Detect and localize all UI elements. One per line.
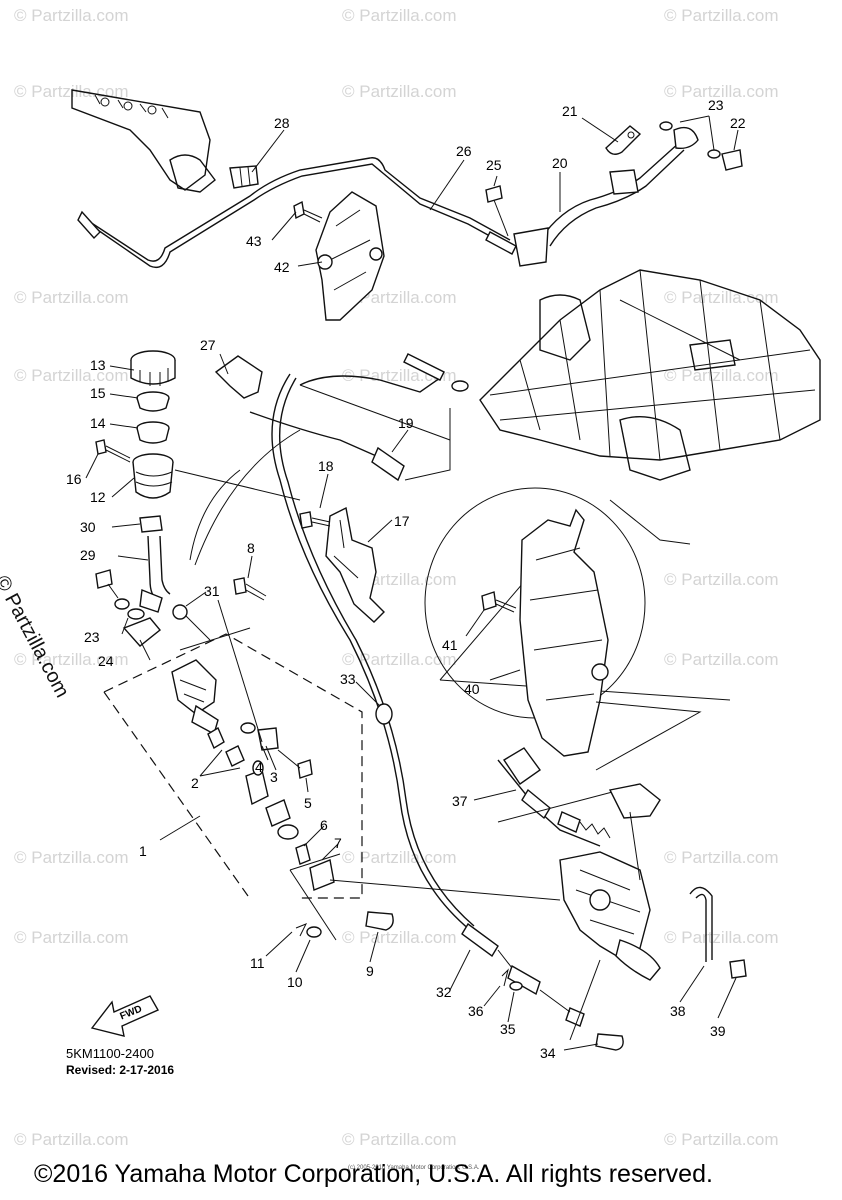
callout-28: 28 <box>274 115 290 131</box>
bracket-17-drawing <box>299 506 385 623</box>
callout-39: 39 <box>710 1023 726 1039</box>
watermark: © Partzilla.com <box>14 1130 129 1149</box>
watermark: © Partzilla.com <box>342 1130 457 1149</box>
guard-42-drawing <box>293 191 385 321</box>
clevis-joint-drawing <box>289 853 561 941</box>
watermark: © Partzilla.com <box>14 650 129 669</box>
diagram-code: 5KM1100-2400 <box>66 1046 154 1061</box>
engine-frame-drawing <box>479 269 821 481</box>
callout-41: 41 <box>442 637 458 653</box>
watermark: © Partzilla.com <box>664 1130 779 1149</box>
callout-labels: 1 2 3 4 5 6 7 8 9 10 11 12 13 14 15 16 1… <box>66 97 746 1061</box>
callout-6: 6 <box>320 817 328 833</box>
watermark: © Partzilla.com <box>14 82 129 101</box>
brake-pipe-drawing <box>77 157 517 269</box>
frame-bracket-drawing <box>71 89 216 193</box>
assembly-1-drawing <box>103 599 363 899</box>
master-cylinder-drawing <box>95 350 301 501</box>
callout-36: 36 <box>468 1003 484 1019</box>
callout-5: 5 <box>304 795 312 811</box>
callout-10: 10 <box>287 974 303 990</box>
callout-27: 27 <box>200 337 216 353</box>
watermark: © Partzilla.com <box>342 288 457 307</box>
leader-lines <box>85 115 739 1051</box>
callout-8: 8 <box>247 540 255 556</box>
watermark: © Partzilla.com <box>14 366 129 385</box>
callout-40: 40 <box>464 681 480 697</box>
callout-22: 22 <box>730 115 746 131</box>
callout-42: 42 <box>274 259 290 275</box>
rod-37-drawing <box>497 747 621 847</box>
footer-copyright: ©2016 Yamaha Motor Corporation, U.S.A. A… <box>34 1160 713 1188</box>
callout-17: 17 <box>394 513 410 529</box>
revised-date: Revised: 2-17-2016 <box>66 1063 175 1077</box>
watermark: © Partzilla.com <box>664 82 779 101</box>
callout-1: 1 <box>139 843 147 859</box>
callout-25: 25 <box>486 157 502 173</box>
watermark: © Partzilla.com <box>342 650 457 669</box>
callout-43: 43 <box>246 233 262 249</box>
callout-7: 7 <box>334 835 342 851</box>
hose-29-drawing <box>95 429 301 647</box>
callout-29: 29 <box>80 547 96 563</box>
watermark: © Partzilla.com <box>664 288 779 307</box>
cable-19-drawing <box>214 353 469 482</box>
watermark: © Partzilla.com <box>664 6 779 25</box>
bolt-8-drawing <box>172 577 267 651</box>
callout-19: 19 <box>398 415 414 431</box>
callout-11: 11 <box>250 955 265 971</box>
callout-16: 16 <box>66 471 82 487</box>
callout-26: 26 <box>456 143 472 159</box>
cover-40-drawing <box>424 487 702 771</box>
callout-4: 4 <box>255 759 263 775</box>
callout-24: 24 <box>98 653 114 669</box>
callout-3: 3 <box>270 769 278 785</box>
cable-32-drawing <box>271 373 624 1051</box>
watermark: © Partzilla.com <box>342 928 457 947</box>
watermark: © Partzilla.com <box>14 928 129 947</box>
watermark: © Partzilla.com <box>664 366 779 385</box>
callout-31: 31 <box>204 583 220 599</box>
callout-13: 13 <box>90 357 106 373</box>
callout-20: 20 <box>552 155 568 171</box>
watermark: © Partzilla.com <box>342 848 457 867</box>
fwd-arrow: FWD <box>90 995 159 1037</box>
watermark: © Partzilla.com <box>342 6 457 25</box>
callout-14: 14 <box>90 415 106 431</box>
callout-32: 32 <box>436 984 452 1000</box>
callout-23-left: 23 <box>84 629 100 645</box>
callout-33: 33 <box>340 671 356 687</box>
watermark: © Partzilla.com <box>664 570 779 589</box>
watermark: © Partzilla.com <box>664 928 779 947</box>
callout-15: 15 <box>90 385 106 401</box>
callout-23-top: 23 <box>708 97 724 113</box>
watermark: © Partzilla.com <box>14 848 129 867</box>
callout-12: 12 <box>90 489 106 505</box>
watermark: © Partzilla.com <box>14 288 129 307</box>
brake-pedal-drawing <box>439 299 747 981</box>
callout-34: 34 <box>540 1045 556 1061</box>
watermark: © Partzilla.com <box>664 650 779 669</box>
brake-hose-drawing <box>485 121 743 267</box>
callout-30: 30 <box>80 519 96 535</box>
footer-small-copyright: (c) 2005-2016 Yamaha Motor Corporation, … <box>348 1165 480 1171</box>
watermark: © Partzilla.com <box>664 848 779 867</box>
callout-9: 9 <box>366 963 374 979</box>
callout-2: 2 <box>191 775 199 791</box>
watermark: © Partzilla.com <box>342 82 457 101</box>
watermark: © Partzilla.com <box>14 6 129 25</box>
callout-18: 18 <box>318 458 334 474</box>
callout-21: 21 <box>562 103 578 119</box>
callout-38: 38 <box>670 1003 686 1019</box>
callout-35: 35 <box>500 1021 516 1037</box>
callout-37: 37 <box>452 793 468 809</box>
